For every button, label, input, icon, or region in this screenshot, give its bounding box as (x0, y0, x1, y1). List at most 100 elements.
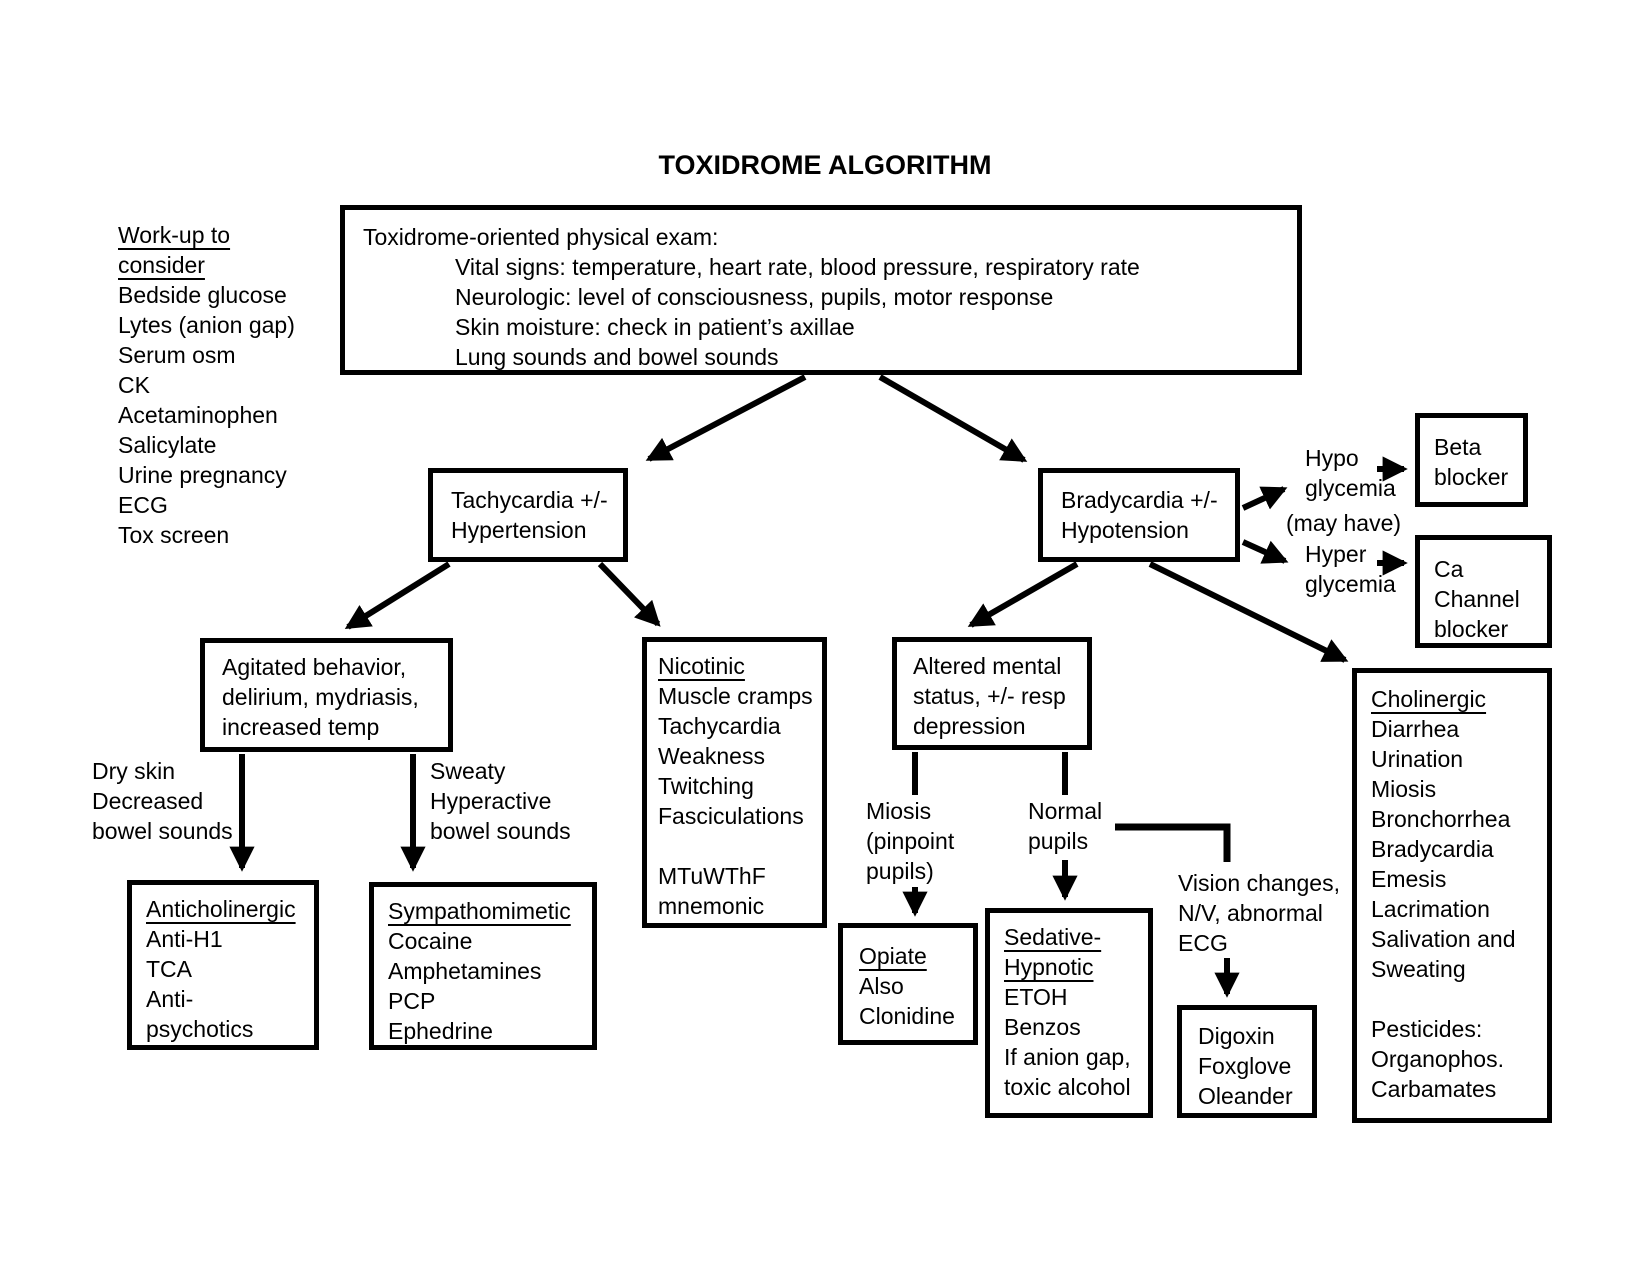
node-line: psychotics (146, 1016, 254, 1042)
node-line: Bronchorrhea (1371, 806, 1511, 832)
node-ca-channel-blocker: Ca Channel blocker (1415, 535, 1552, 648)
node-line: Anti-H1 (146, 926, 223, 952)
node-heading: Sedative- (1004, 924, 1102, 950)
node-line: Diarrhea (1371, 716, 1460, 742)
label-line: Normal (1028, 798, 1103, 824)
label-line: Dry skin (92, 758, 176, 784)
arrow-bradycardia-to-hypoglycemia (1241, 486, 1288, 511)
label-line: Vision changes, (1178, 870, 1340, 896)
label-line: bowel sounds (430, 818, 571, 844)
node-line: Sweating (1371, 956, 1466, 982)
node-line: Ephedrine (388, 1018, 493, 1044)
exam-item: Skin moisture: check in patient’s axilla… (455, 314, 855, 340)
node-line: Channel (1434, 586, 1520, 612)
exam-item: Neurologic: level of consciousness, pupi… (455, 284, 1054, 310)
node-agitated-behavior: Agitated behavior, delirium, mydriasis, … (200, 638, 453, 752)
node-line: Digoxin (1198, 1023, 1275, 1049)
node-line: Tachycardia +/- (451, 487, 608, 513)
node-line: Urination (1371, 746, 1464, 772)
label-may-have: (may have) (1286, 508, 1401, 538)
workup-item: ECG (118, 492, 168, 518)
label-line: glycemia (1305, 571, 1396, 597)
label-line: Sweaty (430, 758, 506, 784)
node-tachycardia-hypertension: Tachycardia +/- Hypertension (428, 468, 628, 562)
node-line: Ca (1434, 556, 1464, 582)
node-line: Emesis (1371, 866, 1447, 892)
workup-item: Lytes (anion gap) (118, 312, 295, 338)
node-line: If anion gap, (1004, 1044, 1131, 1070)
label-line: bowel sounds (92, 818, 233, 844)
node-line: Clonidine (859, 1003, 955, 1029)
label-miosis: Miosis (pinpoint pupils) (866, 796, 954, 886)
node-opiate: Opiate Also Clonidine (838, 923, 978, 1045)
node-line: Weakness (658, 743, 765, 769)
node-line: status, +/- resp (913, 683, 1066, 709)
node-digoxin: Digoxin Foxglove Oleander (1177, 1005, 1317, 1118)
label-line: (pinpoint (866, 828, 955, 854)
label-hypoglycemia: Hypo glycemia (1305, 443, 1396, 503)
label-normal-pupils: Normal pupils (1028, 796, 1102, 856)
node-line: Agitated behavior, (222, 654, 407, 680)
node-line: Bradycardia +/- (1061, 487, 1218, 513)
node-bradycardia-hypotension: Bradycardia +/- Hypotension (1038, 468, 1240, 562)
node-line: TCA (146, 956, 192, 982)
node-line: Amphetamines (388, 958, 542, 984)
node-line: Altered mental (913, 653, 1062, 679)
node-line: Hypertension (451, 517, 587, 543)
arrow-exam-to-tachycardia (645, 374, 807, 462)
workup-item: Salicylate (118, 432, 217, 458)
node-line: Twitching (658, 773, 754, 799)
node-line: MTuWThF (658, 863, 766, 889)
node-line: depression (913, 713, 1026, 739)
node-line: Benzos (1004, 1014, 1081, 1040)
label-hyperglycemia: Hyper glycemia (1305, 539, 1396, 599)
node-line: Organophos. (1371, 1046, 1504, 1072)
node-line: mnemonic (658, 893, 765, 919)
label-line: glycemia (1305, 475, 1396, 501)
node-line: toxic alcohol (1004, 1074, 1131, 1100)
node-line: Cocaine (388, 928, 473, 954)
page-title: TOXIDROME ALGORITHM (658, 150, 992, 180)
workup-list: Work-up to consider Bedside glucose Lyte… (118, 220, 295, 550)
workup-item: Urine pregnancy (118, 462, 287, 488)
node-line: delirium, mydriasis, (222, 684, 419, 710)
exam-intro: Toxidrome-oriented physical exam: (363, 224, 719, 250)
label-line: Decreased (92, 788, 204, 814)
label-line: ECG (1178, 930, 1228, 956)
arrow-bradycardia-to-altered (967, 561, 1079, 628)
node-line: PCP (388, 988, 436, 1014)
node-line: Muscle cramps (658, 683, 813, 709)
node-line: Carbamates (1371, 1076, 1497, 1102)
node-line: Foxglove (1198, 1053, 1292, 1079)
arrow-tachycardia-to-agitated (344, 561, 451, 630)
node-line: Pesticides: (1371, 1016, 1483, 1042)
node-physical-exam: Toxidrome-oriented physical exam: Vital … (340, 205, 1302, 375)
node-line: increased temp (222, 714, 380, 740)
label-line: (may have) (1286, 510, 1402, 536)
label-line: pupils (1028, 828, 1089, 854)
label-vision-changes: Vision changes, N/V, abnormal ECG (1178, 868, 1340, 958)
label-line: Hypo (1305, 445, 1359, 471)
label-line: pupils) (866, 858, 934, 884)
workup-heading: consider (118, 252, 205, 278)
node-line: Lacrimation (1371, 896, 1490, 922)
node-anticholinergic: Anticholinergic Anti-H1 TCA Anti- psycho… (127, 880, 319, 1050)
label-sweaty: Sweaty Hyperactive bowel sounds (430, 756, 571, 846)
node-line: Oleander (1198, 1083, 1293, 1109)
workup-item: Serum osm (118, 342, 236, 368)
node-nicotinic: Nicotinic Muscle cramps Tachycardia Weak… (642, 637, 827, 928)
node-line: blocker (1434, 464, 1509, 490)
node-line: Anti- (146, 986, 194, 1012)
node-heading: Hypnotic (1004, 954, 1094, 980)
workup-heading: Work-up to (118, 222, 231, 248)
node-altered-mental-status: Altered mental status, +/- resp depressi… (892, 637, 1092, 750)
label-line: Miosis (866, 798, 932, 824)
elbow-normal-to-vision (1115, 823, 1231, 862)
node-heading: Sympathomimetic (388, 898, 571, 924)
label-dry-skin: Dry skin Decreased bowel sounds (92, 756, 233, 846)
arrow-exam-to-bradycardia (878, 374, 1028, 463)
label-line: Hyper (1305, 541, 1367, 567)
node-line: Salivation and (1371, 926, 1516, 952)
